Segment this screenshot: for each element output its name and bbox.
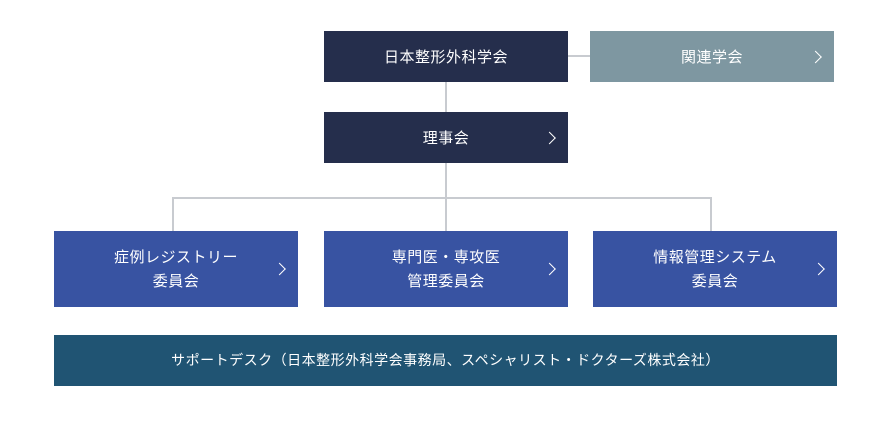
connector-horizontal xyxy=(172,197,712,199)
committee-infosys-label: 情報管理システム 委員会 xyxy=(653,245,777,293)
committee-specialist-label: 専門医・専攻医 管理委員会 xyxy=(392,245,501,293)
connector-jos-board xyxy=(445,82,447,112)
committee-registry-line2: 委員会 xyxy=(152,272,200,290)
committee-infosys-button[interactable]: 情報管理システム 委員会 xyxy=(593,231,837,307)
jos-label: 日本整形外科学会 xyxy=(383,47,508,66)
chevron-right-icon xyxy=(812,262,825,276)
committee-specialist-line1: 専門医・専攻医 xyxy=(391,248,501,266)
committee-registry-label: 症例レジストリー 委員会 xyxy=(114,245,238,293)
chevron-right-icon xyxy=(543,262,556,276)
committee-specialist-line2: 管理委員会 xyxy=(407,272,485,290)
chevron-right-icon xyxy=(543,131,556,144)
chevron-right-icon xyxy=(273,262,286,276)
connector-right-down xyxy=(710,197,712,231)
committee-registry-line1: 症例レジストリー xyxy=(113,248,238,266)
jos-box: 日本整形外科学会 xyxy=(324,31,568,82)
support-desk-box: サポートデスク（日本整形外科学会事務局、スペシャリスト・ドクターズ株式会社） xyxy=(54,335,837,386)
board-button[interactable]: 理事会 xyxy=(324,112,568,163)
committee-infosys-line2: 委員会 xyxy=(691,272,739,290)
committee-registry-button[interactable]: 症例レジストリー 委員会 xyxy=(54,231,298,307)
support-desk-label: サポートデスク（日本整形外科学会事務局、スペシャリスト・ドクターズ株式会社） xyxy=(171,352,720,369)
board-label: 理事会 xyxy=(422,128,470,147)
related-societies-button[interactable]: 関連学会 xyxy=(590,31,834,82)
committee-infosys-line1: 情報管理システム xyxy=(653,248,777,266)
connector-left-down xyxy=(172,197,174,231)
related-societies-label: 関連学会 xyxy=(680,47,743,66)
committee-specialist-button[interactable]: 専門医・専攻医 管理委員会 xyxy=(324,231,568,307)
chevron-right-icon xyxy=(809,50,822,63)
connector-jos-related xyxy=(567,55,590,57)
